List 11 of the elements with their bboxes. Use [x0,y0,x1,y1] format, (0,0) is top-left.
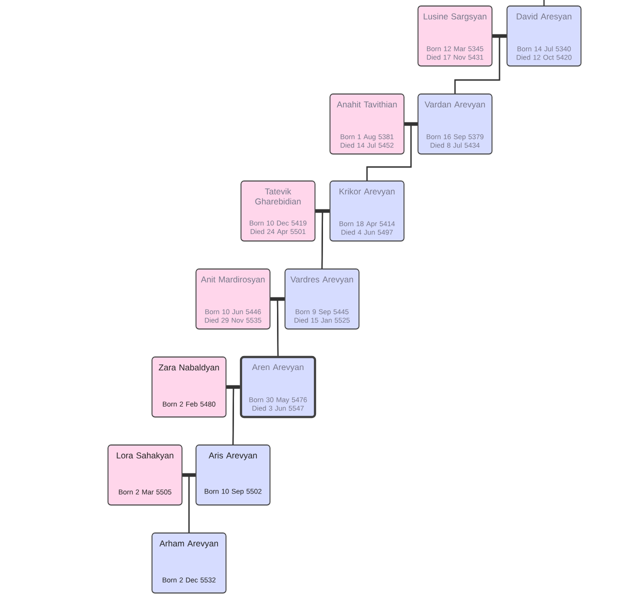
descent-line [232,386,240,445]
marriage-line [404,122,418,126]
marriage-line [315,209,330,213]
descent-line [276,298,285,356]
descent-line [188,474,196,533]
descent-line [543,0,545,6]
marriage-line [182,473,196,477]
marriage-line [270,297,285,301]
descent-line [321,210,330,269]
marriage-line [226,385,240,389]
marriage-line [492,34,507,38]
